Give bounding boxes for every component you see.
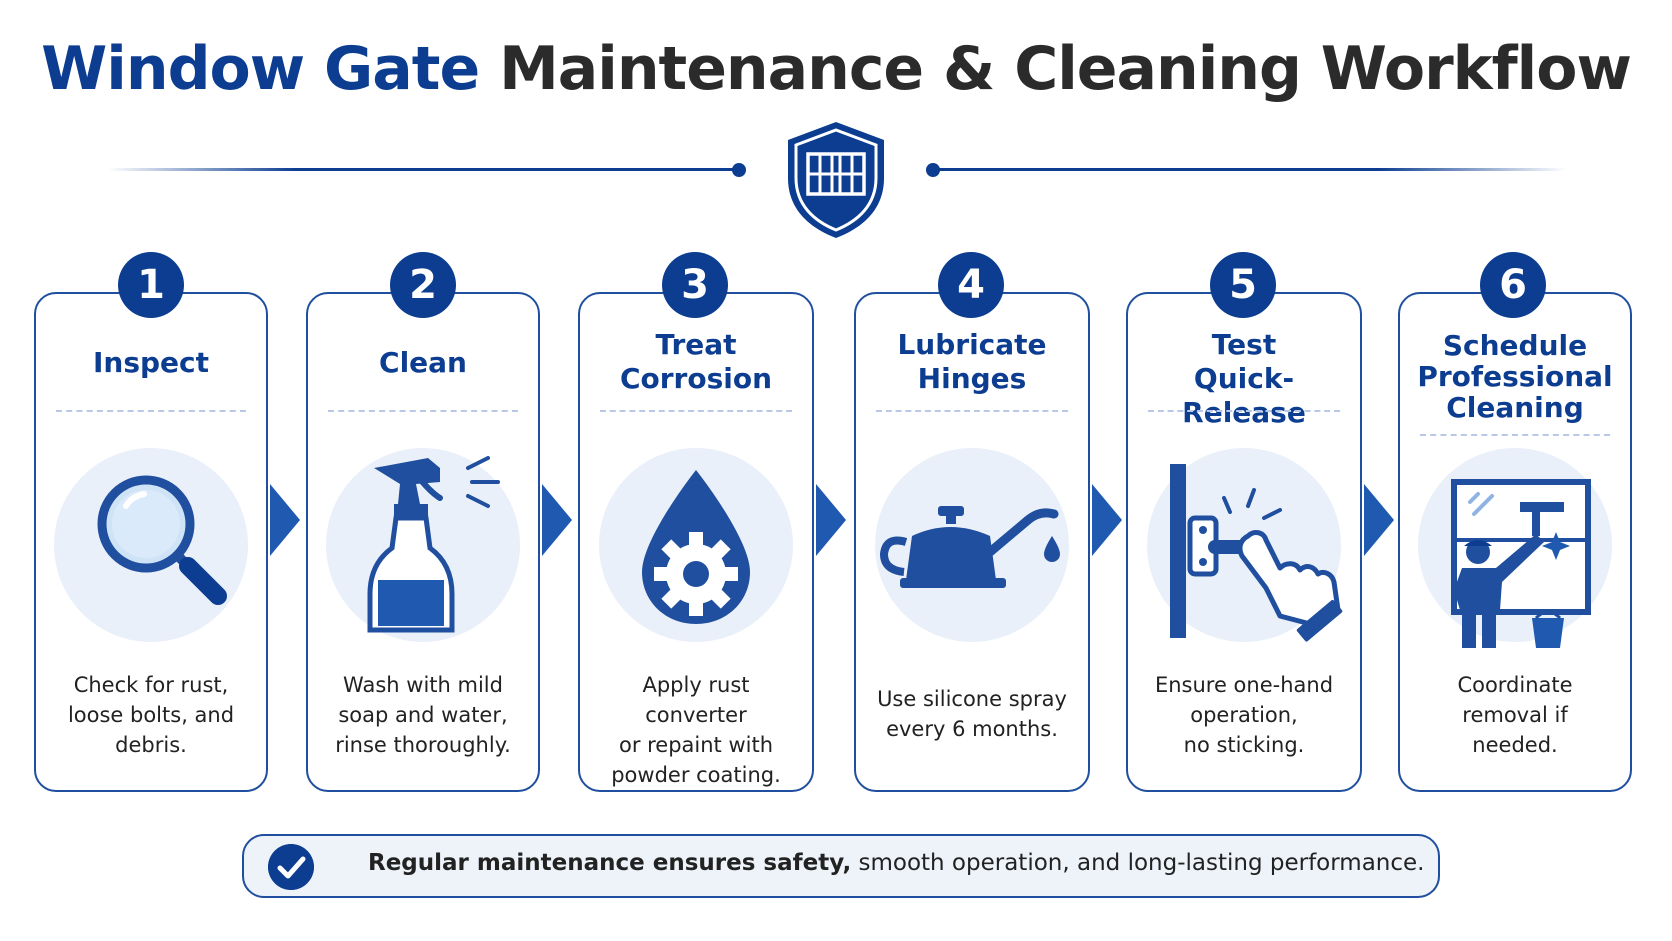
step-number-badge: 4: [938, 252, 1004, 318]
flow-arrow-icon: [816, 484, 846, 556]
step-title: Clean: [379, 346, 467, 379]
shield-gate-icon: [788, 122, 884, 238]
step-number-badge: 6: [1480, 252, 1546, 318]
summary-text-rest: smooth operation, and long-lasting perfo…: [851, 850, 1425, 876]
spray-bottle-icon: [367, 456, 500, 633]
hand-press-latch-icon: [1170, 464, 1343, 642]
title-highlight: Window Gate: [41, 34, 480, 104]
step-number-badge: 1: [118, 252, 184, 318]
window-cleaner-icon: [1451, 479, 1591, 648]
summary-text-bold: Regular maintenance ensures safety,: [368, 850, 852, 876]
header-divider-left: [108, 168, 736, 171]
step-separator: [876, 410, 1068, 412]
step-number-badge: 5: [1210, 252, 1276, 318]
step-separator: [600, 410, 792, 412]
title-rest: Maintenance & Cleaning Workflow: [499, 34, 1632, 104]
flow-arrow-icon: [270, 484, 300, 556]
header-divider-dot-left: [732, 163, 746, 177]
step-number-badge: 2: [390, 252, 456, 318]
step-title: Inspect: [92, 346, 210, 379]
checkmark-icon: [268, 844, 314, 890]
oil-can-icon: [879, 506, 1060, 588]
step-separator: [1148, 410, 1340, 412]
flow-arrow-icon: [542, 484, 572, 556]
step-number-badge: 3: [662, 252, 728, 318]
header-divider-dot-right: [926, 163, 940, 177]
header-divider-right: [936, 168, 1566, 171]
flow-arrow-icon: [1092, 484, 1122, 556]
drop-gear-icon: [642, 470, 750, 624]
flow-arrow-icon: [1364, 484, 1394, 556]
summary-text: Regular maintenance ensures safety, smoo…: [368, 850, 1424, 876]
page-title: Window Gate Maintenance & Cleaning Workf…: [0, 34, 1672, 104]
step-separator: [1420, 434, 1610, 436]
summary-banner: Regular maintenance ensures safety, smoo…: [242, 834, 1440, 898]
step-separator: [328, 410, 518, 412]
step-separator: [56, 410, 246, 412]
magnifying-glass-icon: [97, 475, 227, 605]
